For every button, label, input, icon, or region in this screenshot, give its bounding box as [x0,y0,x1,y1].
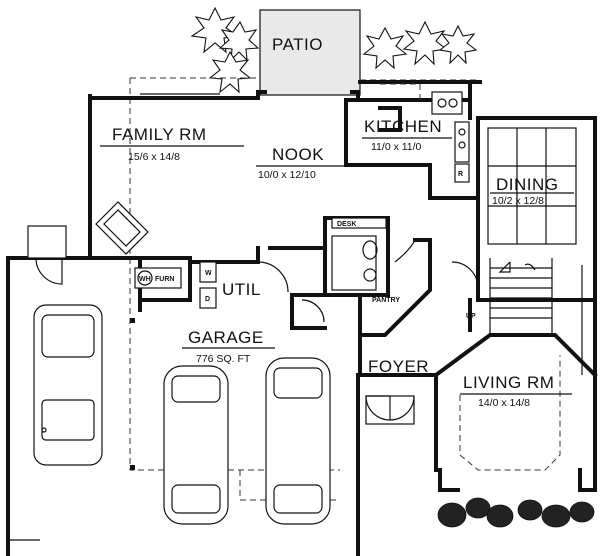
toilet-icon [362,240,378,260]
util-label: UTIL [222,280,261,299]
living-room-label: LIVING RM [463,373,554,392]
foyer-label: FOYER [368,357,429,376]
kitchen-label: KITCHEN [364,117,442,136]
car-icon-left [33,304,103,466]
garage-label: GARAGE [188,328,264,347]
dining-window-grid [487,127,577,245]
washer-label: W [205,270,212,277]
garage-walls [8,298,142,541]
car-icon-middle [163,365,229,525]
plant-icons-top [190,6,478,94]
water-heater-icon [137,270,153,286]
living-bay [459,265,583,471]
garage-size: 776 SQ. FT [196,353,251,365]
patio-label: PATIO [272,35,323,54]
dining-size: 10/2 x 12/8 [492,195,544,207]
sink-icon [363,268,377,282]
fireplace-icon [27,201,149,259]
door-swings [35,257,479,425]
kitchen-size: 11/0 x 11/0 [371,141,422,153]
family-room-size: 15/6 x 14/8 [128,151,180,163]
dining-label: DINING [496,175,559,194]
desk-area: DESK [331,217,387,291]
nook-label: NOOK [272,145,324,164]
dryer-label: D [205,296,210,303]
nook-size: 10/0 x 12/10 [258,169,316,181]
car-icon-right [265,357,331,525]
family-room-label: FAMILY RM [112,125,207,144]
garage-markers [130,318,135,470]
furn-label: FURN [155,276,174,283]
washer-icon [199,261,217,283]
pantry-area: PANTRY [372,239,416,304]
stairs-up-label: UP [466,313,476,320]
living-room-size: 14/0 x 14/8 [478,397,530,409]
kitchen-fixtures: R [380,83,470,183]
dryer-icon [199,287,217,309]
utility-area: WH FURN W D [134,261,289,309]
shrub-icons-bottom [437,497,595,528]
car-icons [33,304,331,525]
wh-label: WH [139,276,151,283]
desk-label: DESK [337,221,356,228]
refrigerator-icon [454,163,470,183]
refrigerator-label: R [458,171,463,178]
patio-area: PATIO [259,9,361,96]
stairs: UP [466,258,553,335]
pantry-label: PANTRY [372,297,400,304]
